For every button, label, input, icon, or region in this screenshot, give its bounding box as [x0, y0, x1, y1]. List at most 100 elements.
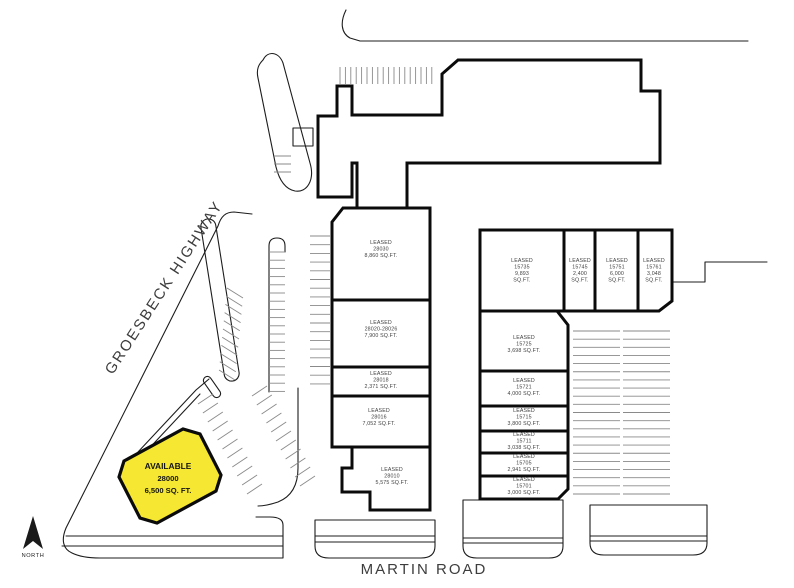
unit-15705-label: LEASED 15705 2,941 SQ.FT.	[507, 454, 540, 473]
unit-label-line: 28020-28026	[365, 327, 398, 333]
parking-stall-line	[202, 402, 219, 414]
unit-15735-label: LEASED 15735 9,893 SQ.FT.	[511, 258, 533, 284]
parking-band-curb	[257, 387, 299, 507]
unit-labels: LEASED 28030 8,860 SQ.FT. LEASED 28020-2…	[362, 240, 664, 496]
building-north	[316, 58, 662, 210]
unit-15751-label: LEASED 15751 6,000 SQ.FT.	[606, 258, 628, 284]
unit-label-line: 2,371 SQ.FT.	[364, 384, 397, 390]
parking-stall-line	[225, 295, 243, 307]
unit-15721-label: LEASED 15721 4,000 SQ.FT.	[507, 378, 540, 397]
unit-label-line: LEASED	[513, 477, 535, 483]
unit-label-line: LEASED	[370, 240, 392, 246]
parking-stall-line	[219, 361, 237, 373]
martin-road-label: MARTIN ROAD	[361, 561, 488, 578]
unit-28010-shape	[340, 445, 432, 512]
unit-label-line: LEASED	[368, 408, 390, 414]
available-status: AVAILABLE	[145, 461, 192, 471]
parking-stall-line	[236, 465, 253, 477]
parking-stall-line	[220, 353, 237, 364]
building-east-top-row	[478, 228, 674, 313]
lot-boundary	[62, 211, 284, 559]
unit-label-line: 15751	[609, 265, 624, 271]
curb-island-lines	[462, 537, 564, 544]
unit-28018-label: LEASED 28018 2,371 SQ.FT.	[364, 371, 397, 390]
median-island	[200, 218, 240, 382]
parking-stall-line	[251, 385, 268, 397]
unit-label-line: 15761	[646, 265, 661, 271]
unit-28016-shape	[330, 394, 432, 449]
unit-28030-label: LEASED 28030 8,860 SQ.FT.	[364, 240, 397, 259]
parking-stall-line	[217, 429, 233, 441]
parking-row-curb	[268, 237, 286, 393]
unit-label-line: 4,000 SQ.FT.	[507, 391, 540, 397]
median-island-end	[202, 375, 222, 399]
unit-15715-label: LEASED 15715 3,800 SQ.FT.	[507, 408, 540, 427]
unit-label-line: 15715	[516, 415, 531, 421]
unit-label-line: 15735	[514, 265, 529, 271]
unit-28020-28026-shape	[330, 298, 432, 369]
unit-label-line: 3,698 SQ.FT.	[507, 348, 540, 354]
parking-stall-line	[261, 403, 277, 415]
unit-label-line: LEASED	[569, 258, 591, 264]
curb-island	[462, 499, 564, 559]
pad-sidewalk	[137, 378, 210, 453]
available-unit-label: AVAILABLE 28000 6,500 SQ. FT.	[145, 461, 192, 495]
unit-label-line: 3,048	[647, 271, 661, 277]
curb-island-lines	[589, 535, 708, 542]
unit-label-line: LEASED	[513, 378, 535, 384]
parking-stall-line	[256, 394, 273, 406]
north-arrow-icon	[23, 516, 43, 549]
available-unit-shape[interactable]	[117, 427, 223, 525]
unit-label-line: SQ.FT.	[608, 278, 625, 284]
unit-15725-label: LEASED 15725 3,698 SQ.FT.	[507, 335, 540, 354]
curb-island	[314, 519, 436, 559]
unit-label-line: LEASED	[370, 320, 392, 326]
curbs-and-roads	[61, 9, 768, 559]
unit-label-line: LEASED	[513, 408, 535, 414]
parking-stall-line	[218, 369, 236, 381]
unit-label-line: LEASED	[370, 371, 392, 377]
teardrop-island	[256, 53, 313, 192]
unit-28020-28026-label: LEASED 28020-28026 7,900 SQ.FT.	[364, 320, 397, 339]
small-curb-block	[292, 127, 314, 147]
unit-15711-label: LEASED 15711 3,038 SQ.FT.	[507, 432, 540, 451]
groesbeck-highway-label: GROESBECK HIGHWAY	[102, 198, 227, 378]
parking-stalls	[197, 67, 670, 495]
unit-label-line: 15705	[516, 461, 531, 467]
unit-label-line: 15721	[516, 385, 531, 391]
parking-stall-line	[285, 448, 301, 460]
north-arrow: NORTH	[22, 516, 45, 559]
north-arrow-label: NORTH	[22, 553, 45, 559]
unit-label-line: LEASED	[513, 454, 535, 460]
parking-stall-line	[270, 421, 287, 433]
unit-label-line: 3,038 SQ.FT.	[507, 445, 540, 451]
available-size: 6,500 SQ. FT.	[145, 486, 192, 495]
parking-stall-line	[222, 328, 240, 340]
parking-stall-line	[197, 393, 214, 405]
parking-stall-line	[226, 287, 244, 299]
unit-15761-label: LEASED 15761 3,048 SQ.FT.	[643, 258, 665, 284]
parking-stall-line	[207, 411, 224, 423]
unit-label-line: 28016	[371, 415, 386, 421]
parking-stall-line	[223, 320, 241, 332]
unit-label-line: 9,893	[515, 271, 529, 277]
parking-stall-line	[266, 412, 282, 424]
parking-stall-line	[227, 447, 243, 459]
unit-label-line: 3,000 SQ.FT.	[507, 490, 540, 496]
unit-label-line: 15725	[516, 342, 531, 348]
unit-label-line: LEASED	[381, 467, 403, 473]
unit-label-line: 6,000	[610, 271, 624, 277]
top-curb-line	[341, 9, 749, 42]
unit-15701-label: LEASED 15701 3,000 SQ.FT.	[507, 477, 540, 496]
parking-stall-line	[232, 456, 248, 468]
parking-stall-line	[224, 312, 241, 323]
buildings	[316, 58, 674, 512]
unit-label-line: 7,900 SQ.FT.	[364, 333, 397, 339]
unit-label-line: 15711	[516, 439, 531, 445]
parking-stall-line	[222, 438, 238, 450]
unit-label-line: LEASED	[606, 258, 628, 264]
unit-label-line: 3,800 SQ.FT.	[507, 421, 540, 427]
unit-label-line: SQ.FT.	[571, 278, 588, 284]
curb-island	[589, 504, 708, 556]
